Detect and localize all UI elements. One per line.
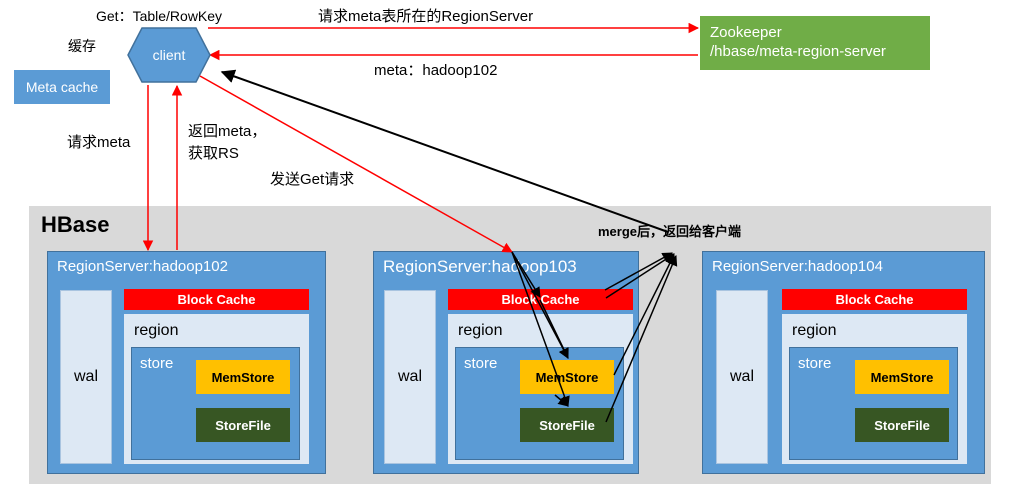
- wal-box: wal: [716, 290, 768, 464]
- storefile-box: StoreFile: [196, 408, 290, 442]
- arrow-blockcache-to-memstore: [539, 299, 569, 359]
- meta-cache-box: Meta cache: [14, 70, 110, 104]
- meta-reply-label: meta：hadoop102: [374, 62, 498, 79]
- store-label: store: [464, 355, 498, 372]
- storefile-box: StoreFile: [855, 408, 949, 442]
- arrow-send-get: [199, 75, 513, 253]
- arrow-to-storefile: [511, 251, 570, 407]
- arrow-merge-to-client: [220, 69, 669, 233]
- hbase-title: HBase: [41, 212, 110, 237]
- client-label: client: [153, 47, 186, 63]
- zookeeper-title: Zookeeper: [710, 24, 782, 41]
- arrow-blockcache-to-merge: [604, 252, 673, 291]
- store-label: store: [140, 355, 174, 372]
- memstore-box: MemStore: [520, 360, 614, 394]
- region-server-title: RegionServer:hadoop102: [57, 258, 228, 275]
- cache-label: 缓存: [68, 38, 96, 54]
- arrow-memstore-to-merge: [613, 254, 675, 376]
- store-label: store: [798, 355, 832, 372]
- region-server-title: RegionServer:hadoop104: [712, 258, 883, 275]
- block-cache: Block Cache: [124, 289, 309, 310]
- request-meta-label: 请求meta: [67, 134, 131, 151]
- zookeeper-path: /hbase/meta-region-server: [710, 43, 886, 60]
- merge-return-label: merge后，返回给客户端: [598, 224, 742, 239]
- region-label: region: [134, 322, 179, 339]
- wal-box: wal: [384, 290, 436, 464]
- storefile-box: StoreFile: [520, 408, 614, 442]
- block-cache: Block Cache: [448, 289, 633, 310]
- return-meta-label: 返回meta，: [188, 123, 267, 140]
- memstore-box: MemStore: [196, 360, 290, 394]
- request-meta-rs-label: 请求meta表所在的RegionServer: [318, 8, 534, 25]
- send-get-label: 发送Get请求: [270, 171, 355, 188]
- client-node: [127, 27, 211, 83]
- region-server-title: RegionServer:hadoop103: [383, 257, 577, 276]
- arrow-storefile-to-merge: [605, 255, 678, 423]
- block-cache: Block Cache: [782, 289, 967, 310]
- arrow-cache-to-merge: [605, 253, 675, 299]
- memstore-box: MemStore: [855, 360, 949, 394]
- region-label: region: [458, 322, 503, 339]
- arrow-memstore-to-storefile: [554, 394, 569, 407]
- zookeeper-box: Zookeeper /hbase/meta-region-server: [700, 16, 930, 70]
- region-label: region: [792, 322, 837, 339]
- wal-box: wal: [60, 290, 112, 464]
- get-rs-label: 获取RS: [188, 145, 239, 162]
- get-rowkey-label: Get：Table/RowKey: [96, 8, 223, 24]
